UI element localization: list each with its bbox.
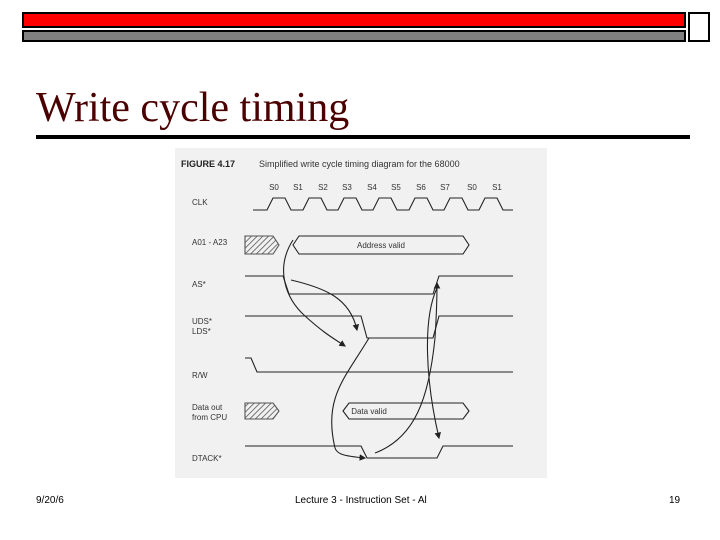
signal-label-rw: R/W xyxy=(192,371,208,380)
footer-title: Lecture 3 - Instruction Set - Al xyxy=(295,495,427,506)
page-number: 19 xyxy=(669,495,681,506)
dtack-waveform xyxy=(245,445,513,459)
signal-label-address: A01 - A23 xyxy=(192,238,228,247)
signal-label-dtack: DTACK* xyxy=(192,454,222,463)
signal-label-data-2: from CPU xyxy=(192,413,227,422)
uds-lds-waveform xyxy=(245,315,513,339)
state-label: S0 xyxy=(467,183,477,192)
address-valid-bus xyxy=(292,235,470,255)
timing-arrow xyxy=(374,281,441,454)
title-underline xyxy=(36,135,690,139)
timing-arrow xyxy=(331,337,370,461)
corner-box xyxy=(688,12,710,42)
data-valid-label: Data valid xyxy=(351,407,387,416)
state-label: S6 xyxy=(416,183,426,192)
signal-label-clk: CLK xyxy=(192,198,208,207)
state-label: S3 xyxy=(342,183,352,192)
timing-arrow xyxy=(290,279,360,332)
timing-diagram-figure: FIGURE 4.17 Simplified write cycle timin… xyxy=(175,148,547,478)
figure-label: FIGURE 4.17 xyxy=(181,159,235,169)
state-label: S0 xyxy=(269,183,279,192)
grey-bar xyxy=(22,30,686,42)
signal-label-uds: UDS* xyxy=(192,317,212,326)
as-waveform xyxy=(245,275,513,295)
state-label: S2 xyxy=(318,183,328,192)
state-labels: S0 S1 S2 S3 S4 S5 S6 S7 S0 S1 xyxy=(269,183,502,192)
slide-title: Write cycle timing xyxy=(36,85,350,131)
state-label: S4 xyxy=(367,183,377,192)
data-valid-bus xyxy=(342,402,470,420)
timing-diagram: FIGURE 4.17 Simplified write cycle timin… xyxy=(181,159,513,463)
footer-date: 9/20/6 xyxy=(36,495,64,506)
timing-arrow xyxy=(426,287,441,440)
waveforms xyxy=(244,197,513,461)
top-decoration-bar xyxy=(22,12,710,42)
state-label: S1 xyxy=(492,183,502,192)
timing-arrow xyxy=(283,239,346,347)
state-label: S7 xyxy=(440,183,450,192)
clk-waveform xyxy=(253,197,513,211)
rw-waveform xyxy=(245,357,513,373)
address-valid-label: Address valid xyxy=(357,241,405,250)
signal-label-as: AS* xyxy=(192,280,206,289)
data-invalid-hatch xyxy=(244,402,280,420)
red-bar xyxy=(22,12,686,28)
state-label: S5 xyxy=(391,183,401,192)
address-invalid-hatch xyxy=(244,235,280,255)
signal-labels: CLK A01 - A23 AS* UDS* LDS* R/W Data out… xyxy=(192,198,228,463)
signal-label-data-1: Data out xyxy=(192,403,223,412)
figure-caption: Simplified write cycle timing diagram fo… xyxy=(259,159,460,169)
state-label: S1 xyxy=(293,183,303,192)
signal-label-lds: LDS* xyxy=(192,327,211,336)
